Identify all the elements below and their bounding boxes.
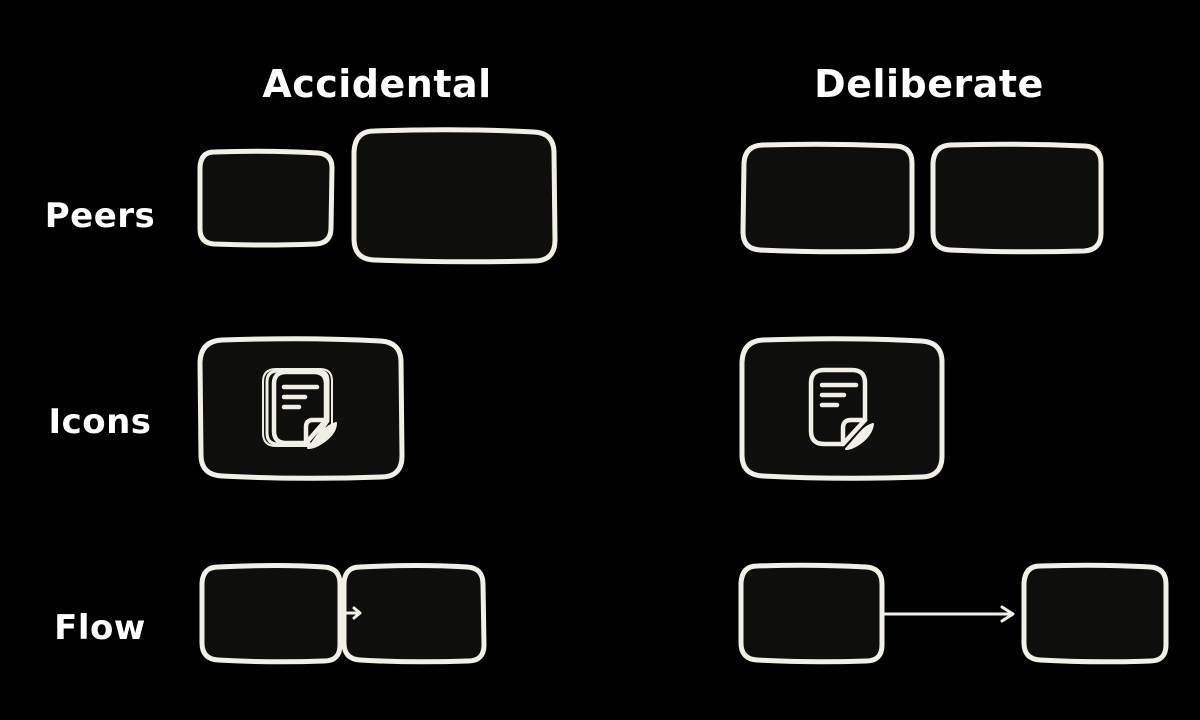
note-document-icon-accidental bbox=[262, 368, 337, 449]
row-label-peers: Peers bbox=[45, 196, 156, 236]
column-title-accidental: Accidental bbox=[262, 62, 491, 106]
peers-deliberate-box-right bbox=[930, 141, 1104, 255]
peers-accidental-box-large bbox=[351, 127, 558, 265]
flow-accidental-box-right bbox=[341, 563, 487, 665]
row-label-icons: Icons bbox=[48, 402, 151, 442]
flow-deliberate-box-right bbox=[1021, 562, 1169, 665]
peers-accidental-box-small bbox=[197, 148, 335, 248]
note-document-icon-deliberate bbox=[808, 367, 874, 450]
flow-accidental-box-left bbox=[199, 563, 343, 665]
row-label-flow: Flow bbox=[54, 608, 146, 648]
column-title-deliberate: Deliberate bbox=[814, 62, 1044, 106]
peers-deliberate-box-left bbox=[740, 141, 915, 255]
flow-accidental-arrow bbox=[344, 606, 362, 620]
flow-deliberate-arrow bbox=[882, 605, 1015, 623]
flow-deliberate-box-left bbox=[738, 562, 885, 665]
